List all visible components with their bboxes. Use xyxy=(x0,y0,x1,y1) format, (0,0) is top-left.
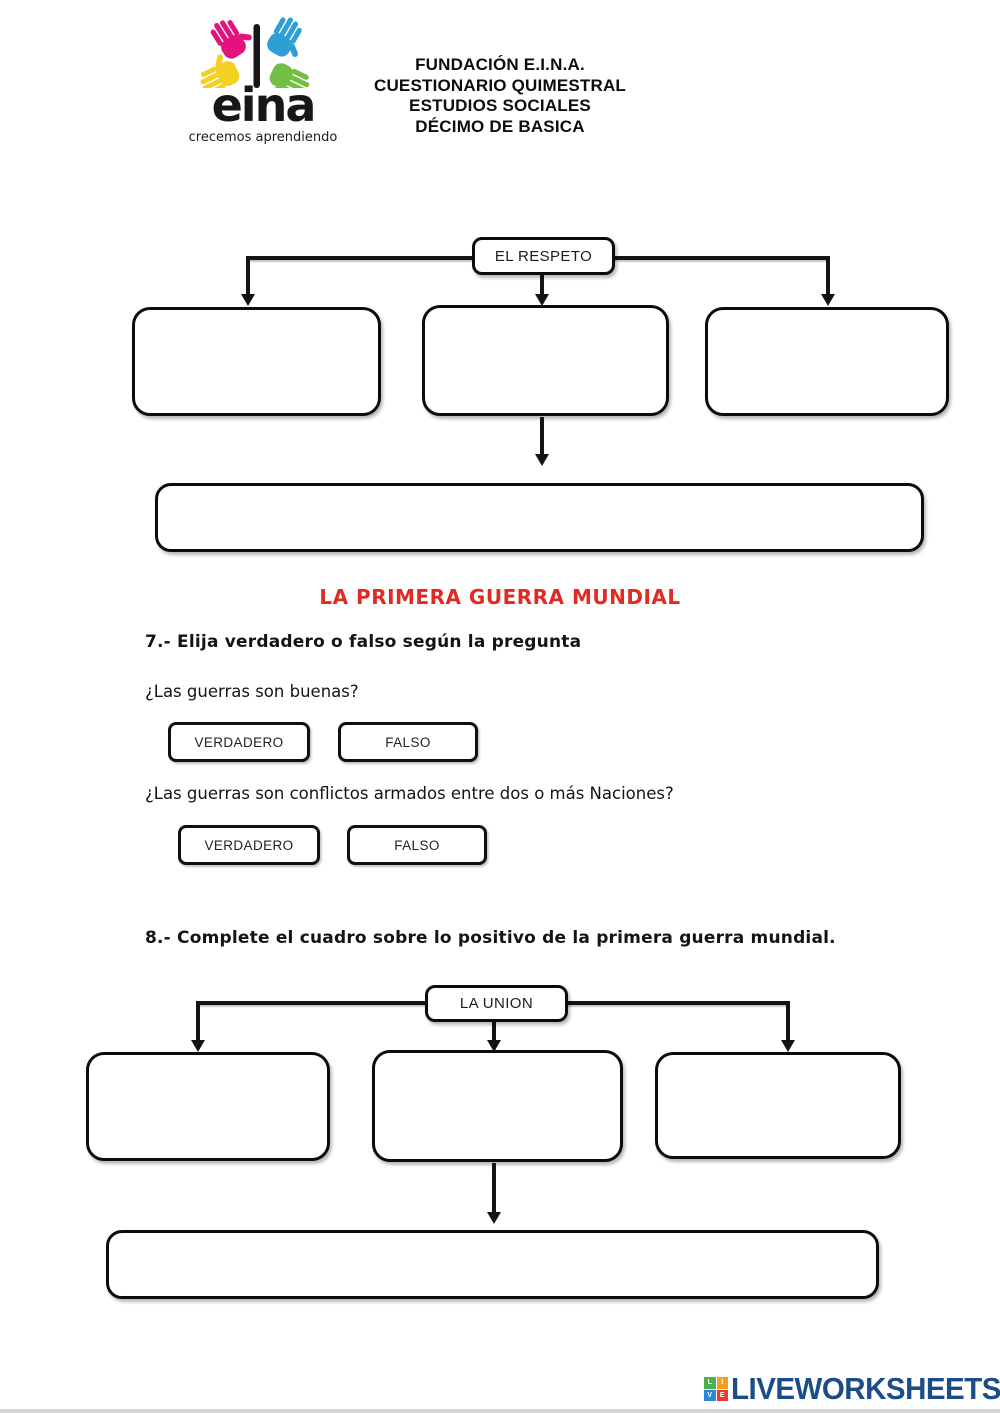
arrow-down-icon xyxy=(487,1212,501,1224)
icon-letter: I xyxy=(716,1377,728,1389)
connector-line xyxy=(786,1001,790,1041)
answer-box[interactable] xyxy=(132,307,381,416)
arrow-down-icon xyxy=(535,454,549,466)
header-line-4: DÉCIMO DE BASICA xyxy=(415,116,585,136)
answer-box[interactable] xyxy=(372,1050,623,1162)
icon-letter: E xyxy=(716,1389,728,1401)
arrow-down-icon xyxy=(781,1040,795,1052)
connector-line xyxy=(609,256,830,260)
hands-icon xyxy=(191,10,314,88)
true-button[interactable]: VERDADERO xyxy=(168,722,310,762)
header-line-3: ESTUDIOS SOCIALES xyxy=(409,96,591,115)
logo-tagline: crecemos aprendiendo xyxy=(188,130,338,145)
arrow-down-icon xyxy=(487,1040,501,1052)
connector-line xyxy=(540,273,544,295)
arrow-down-icon xyxy=(821,294,835,306)
question7-heading: 7.- Elija verdadero o falso según la pre… xyxy=(145,632,582,652)
connector-line xyxy=(492,1163,496,1213)
true-button[interactable]: VERDADERO xyxy=(178,825,320,865)
answer-box[interactable] xyxy=(705,307,949,416)
connector-line xyxy=(246,256,475,260)
connector-line xyxy=(826,256,830,295)
false-button[interactable]: FALSO xyxy=(338,722,478,762)
icon-letter: L xyxy=(704,1377,716,1389)
answer-box[interactable] xyxy=(86,1052,330,1161)
answer-box-wide[interactable] xyxy=(106,1230,879,1299)
section-title: LA PRIMERA GUERRA MUNDIAL xyxy=(319,585,681,609)
logo-wordmark: eina xyxy=(211,78,317,132)
page-bottom-edge xyxy=(0,1409,1000,1413)
connector-line xyxy=(562,1001,790,1005)
icon-letter: V xyxy=(704,1389,716,1401)
arrow-down-icon xyxy=(241,294,255,306)
answer-box-wide[interactable] xyxy=(155,483,924,552)
answer-box[interactable] xyxy=(422,305,669,416)
liveworksheets-wordmark: LIVEWORKSHEETS xyxy=(731,1371,1000,1406)
diagram1-root-node: EL RESPETO xyxy=(472,237,615,275)
header-line-2: CUESTIONARIO QUIMESTRAL xyxy=(373,75,627,95)
eina-logo: eina crecemos aprendiendo xyxy=(183,8,343,148)
connector-line xyxy=(492,1020,496,1041)
false-button[interactable]: FALSO xyxy=(347,825,487,865)
liveworksheets-icon: L I V E xyxy=(704,1377,728,1401)
connector-line xyxy=(196,1001,428,1005)
answer-box[interactable] xyxy=(655,1052,901,1159)
question7-item1-text: ¿Las guerras son buenas? xyxy=(145,682,359,701)
question8-heading: 8.- Complete el cuadro sobre lo positivo… xyxy=(145,928,836,948)
connector-line xyxy=(540,417,544,455)
question7-item2-text: ¿Las guerras son conflictos armados entr… xyxy=(145,784,674,803)
arrow-down-icon xyxy=(191,1040,205,1052)
arrow-down-icon xyxy=(535,294,549,306)
header-line-1: FUNDACIÓN E.I.N.A. xyxy=(415,55,585,74)
connector-line xyxy=(246,256,250,295)
connector-line xyxy=(196,1001,200,1041)
diagram2-root-node: LA UNION xyxy=(425,985,568,1022)
document-header: FUNDACIÓN E.I.N.A. CUESTIONARIO QUIMESTR… xyxy=(330,55,670,137)
